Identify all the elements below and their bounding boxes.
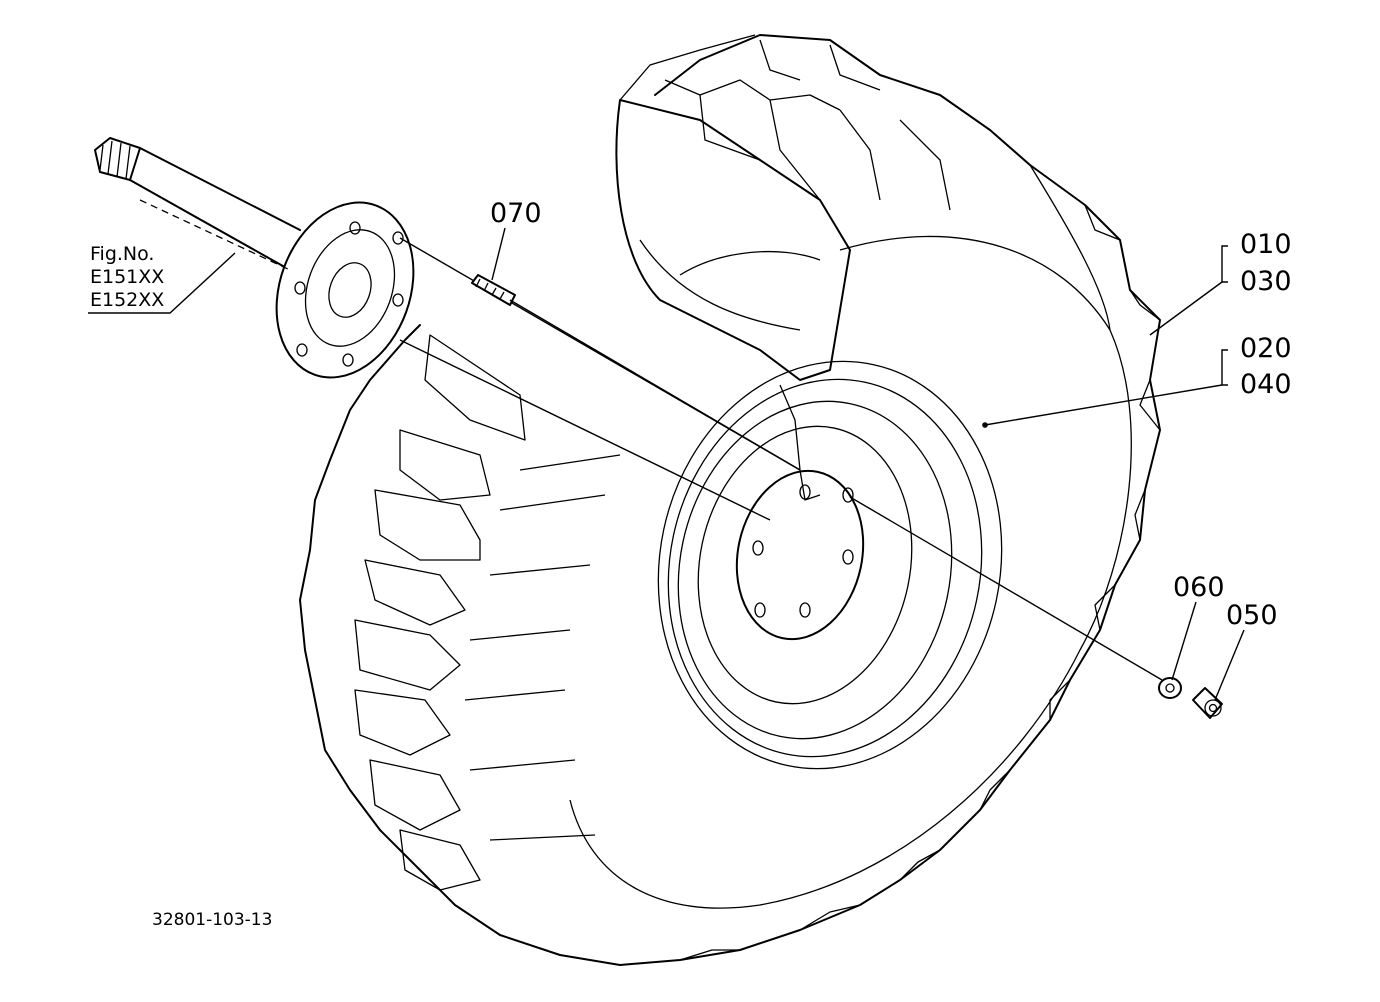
wheel-rim	[657, 360, 1003, 770]
tire-illustration	[299, 34, 1161, 966]
leader-lines	[88, 227, 1245, 701]
callout-020: 020	[1240, 333, 1292, 364]
callout-070: 070	[490, 198, 542, 229]
callout-010: 010	[1240, 229, 1292, 260]
fig-ref-e152xx: E152XX	[90, 289, 164, 311]
washer	[1158, 677, 1182, 699]
axle-shaft	[94, 137, 801, 521]
callout-060: 060	[1173, 572, 1225, 603]
callout-050: 050	[1226, 600, 1278, 631]
stud-bolt	[471, 274, 801, 471]
drawing-number: 32801-103-13	[152, 910, 272, 930]
wheel-nut	[1192, 687, 1223, 719]
flange-bolt-holes	[294, 221, 404, 367]
callout-040: 040	[1240, 369, 1292, 400]
callout-030: 030	[1240, 266, 1292, 297]
fig-ref-title: Fig.No.	[90, 243, 154, 265]
fig-ref-e151xx: E151XX	[90, 266, 164, 288]
tread-blocks	[354, 334, 621, 891]
bolt-axis-line	[849, 496, 1163, 681]
